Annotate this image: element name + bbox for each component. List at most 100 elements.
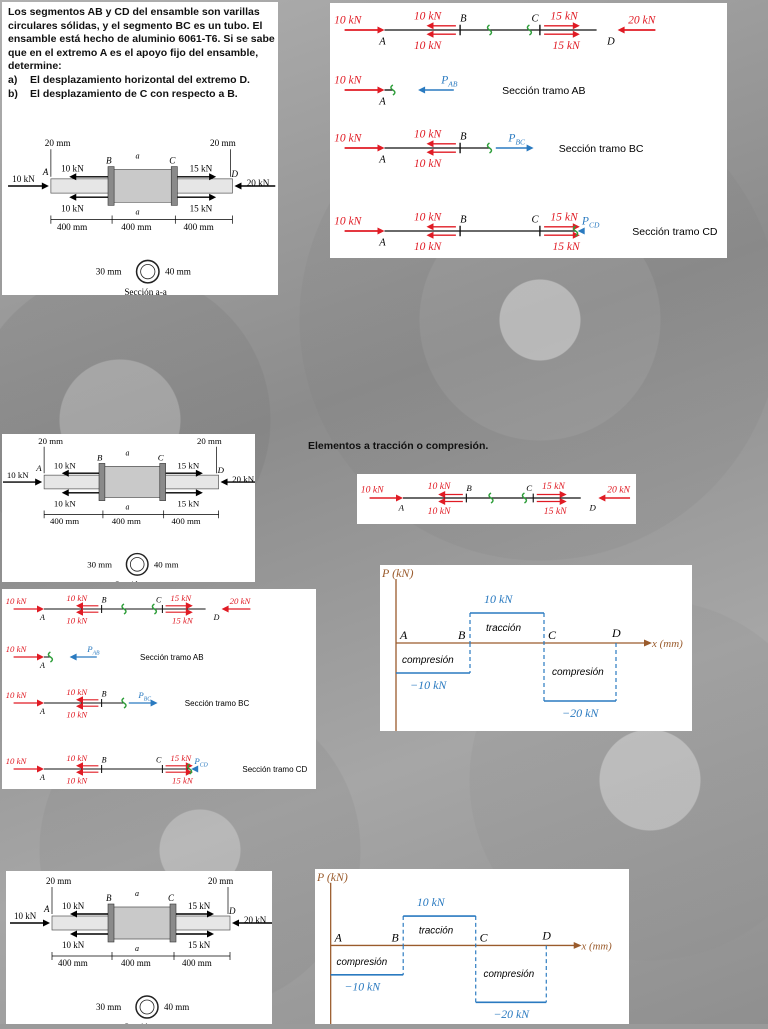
fbd-force-b-top: 10 kN bbox=[414, 212, 443, 224]
fbd-arrow-b-top-head bbox=[76, 602, 83, 610]
fbd-arrow-c-top-head bbox=[572, 22, 580, 30]
fbd-arrow-a-head bbox=[37, 765, 44, 773]
fbd-arrow-a-head bbox=[377, 86, 385, 94]
force-a-arrow-head bbox=[35, 478, 43, 486]
flange-b bbox=[107, 903, 115, 943]
fbd-arrow-b-bottom-head bbox=[426, 30, 434, 38]
fbd-force-a: 10 kN bbox=[6, 644, 28, 654]
tube-bc bbox=[102, 465, 165, 499]
cut-mark bbox=[526, 24, 533, 36]
force-b-arrow-head bbox=[70, 910, 77, 918]
fbd-arrow-a-head bbox=[37, 699, 44, 707]
fbd-section-label: Sección tramo BC bbox=[559, 143, 644, 155]
fbd-internal-arrow-head bbox=[69, 653, 77, 661]
fbd-force-b-top: 10 kN bbox=[66, 687, 88, 697]
p-axis-label: P (kN) bbox=[381, 566, 413, 580]
x-axis-label: x (mm) bbox=[581, 940, 613, 952]
fbd-force-d: 20 kN bbox=[230, 596, 252, 606]
outer-diameter: 40 mm bbox=[154, 559, 179, 569]
fbd-label-c: C bbox=[526, 483, 532, 493]
diag-label-b: B bbox=[458, 628, 466, 642]
force-b-low-label: 10 kN bbox=[62, 940, 85, 950]
fbd-section-label: Sección tramo AB bbox=[140, 653, 204, 662]
diag-traccion: tracción bbox=[486, 623, 521, 634]
diag-label-d: D bbox=[541, 930, 551, 943]
fbd-force-c-top: 15 kN bbox=[170, 593, 192, 603]
fbd-force-d: 20 kN bbox=[607, 485, 630, 496]
fbd-label-d: D bbox=[213, 613, 220, 622]
cut-mark bbox=[47, 651, 54, 663]
fbd-force-c-top: 15 kN bbox=[170, 753, 192, 763]
cut-mark bbox=[486, 142, 493, 154]
fbd-force-c-top: 15 kN bbox=[542, 481, 565, 492]
fbd-label-b: B bbox=[460, 215, 467, 226]
fbd-label-c: C bbox=[156, 596, 162, 605]
fbd-section-label: Sección tramo CD bbox=[632, 226, 718, 238]
rod-ab bbox=[50, 178, 113, 194]
flange-c bbox=[169, 903, 177, 943]
fbd-internal-arrow-head bbox=[191, 765, 199, 773]
label-a-end: A bbox=[43, 904, 50, 914]
dim-right-label: 20 mm bbox=[210, 138, 236, 148]
fbd-label-b: B bbox=[102, 756, 107, 765]
len-cd: 400 mm bbox=[172, 516, 201, 526]
len-bc: 400 mm bbox=[112, 516, 141, 526]
fbd-section-label: Sección tramo BC bbox=[185, 699, 250, 708]
fbd-internal-arrow-head bbox=[577, 227, 585, 235]
force-a-label: 10 kN bbox=[12, 174, 35, 184]
dim-right-label: 20 mm bbox=[197, 436, 222, 446]
label-b: B bbox=[97, 452, 103, 462]
fbd-arrow-a-head bbox=[37, 653, 44, 661]
fbd-label-b: B bbox=[102, 690, 107, 699]
fbd-label-b: B bbox=[466, 483, 472, 493]
force-d-label: 20 kN bbox=[232, 474, 254, 484]
fbd-arrow-b-bottom-head bbox=[76, 768, 83, 776]
force-b-label: 10 kN bbox=[62, 901, 85, 911]
fbd-label-b: B bbox=[102, 596, 107, 605]
diag-negative-ab: −10 kN bbox=[344, 981, 381, 994]
fbd-internal-label: PCD bbox=[581, 216, 600, 230]
fbd-label-a: A bbox=[378, 238, 386, 249]
inner-diameter: 30 mm bbox=[96, 267, 122, 277]
fbd-force-a: 10 kN bbox=[334, 216, 363, 228]
fbd-force-a: 10 kN bbox=[334, 133, 363, 145]
force-b-low-label: 10 kN bbox=[54, 499, 76, 509]
diag-positive-value: 10 kN bbox=[484, 592, 513, 606]
section-inner-circle bbox=[139, 999, 155, 1015]
cut-mark bbox=[151, 603, 158, 615]
fbd-force-b-bottom: 10 kN bbox=[414, 158, 443, 170]
rod-ab bbox=[43, 474, 104, 490]
fbd-arrow-b-top-head bbox=[426, 223, 434, 231]
flange-c bbox=[170, 166, 178, 206]
force-c-low-label: 15 kN bbox=[190, 203, 213, 213]
fbd-force-c-top: 15 kN bbox=[550, 11, 579, 23]
fbd-force-c-bottom: 15 kN bbox=[172, 615, 194, 625]
force-c-low-label: 15 kN bbox=[177, 499, 199, 509]
fbd-force-b-top: 10 kN bbox=[414, 129, 443, 141]
force-d-label: 20 kN bbox=[244, 915, 267, 925]
flange-b bbox=[107, 166, 115, 206]
problem-panel: Los segmentos AB y CD del ensamble son v… bbox=[2, 2, 278, 296]
cut-mark bbox=[486, 24, 493, 36]
diag-negative-cd: −20 kN bbox=[562, 706, 599, 720]
fbd-arrow-c-bottom-head bbox=[559, 498, 567, 506]
label-d: D bbox=[230, 169, 238, 179]
len-cd: 400 mm bbox=[183, 222, 213, 232]
fbd-force-b-bottom: 10 kN bbox=[66, 615, 88, 625]
fbd-force-c-bottom: 15 kN bbox=[553, 241, 582, 253]
label-section-top: a bbox=[136, 151, 140, 160]
force-a-label: 10 kN bbox=[14, 911, 37, 921]
